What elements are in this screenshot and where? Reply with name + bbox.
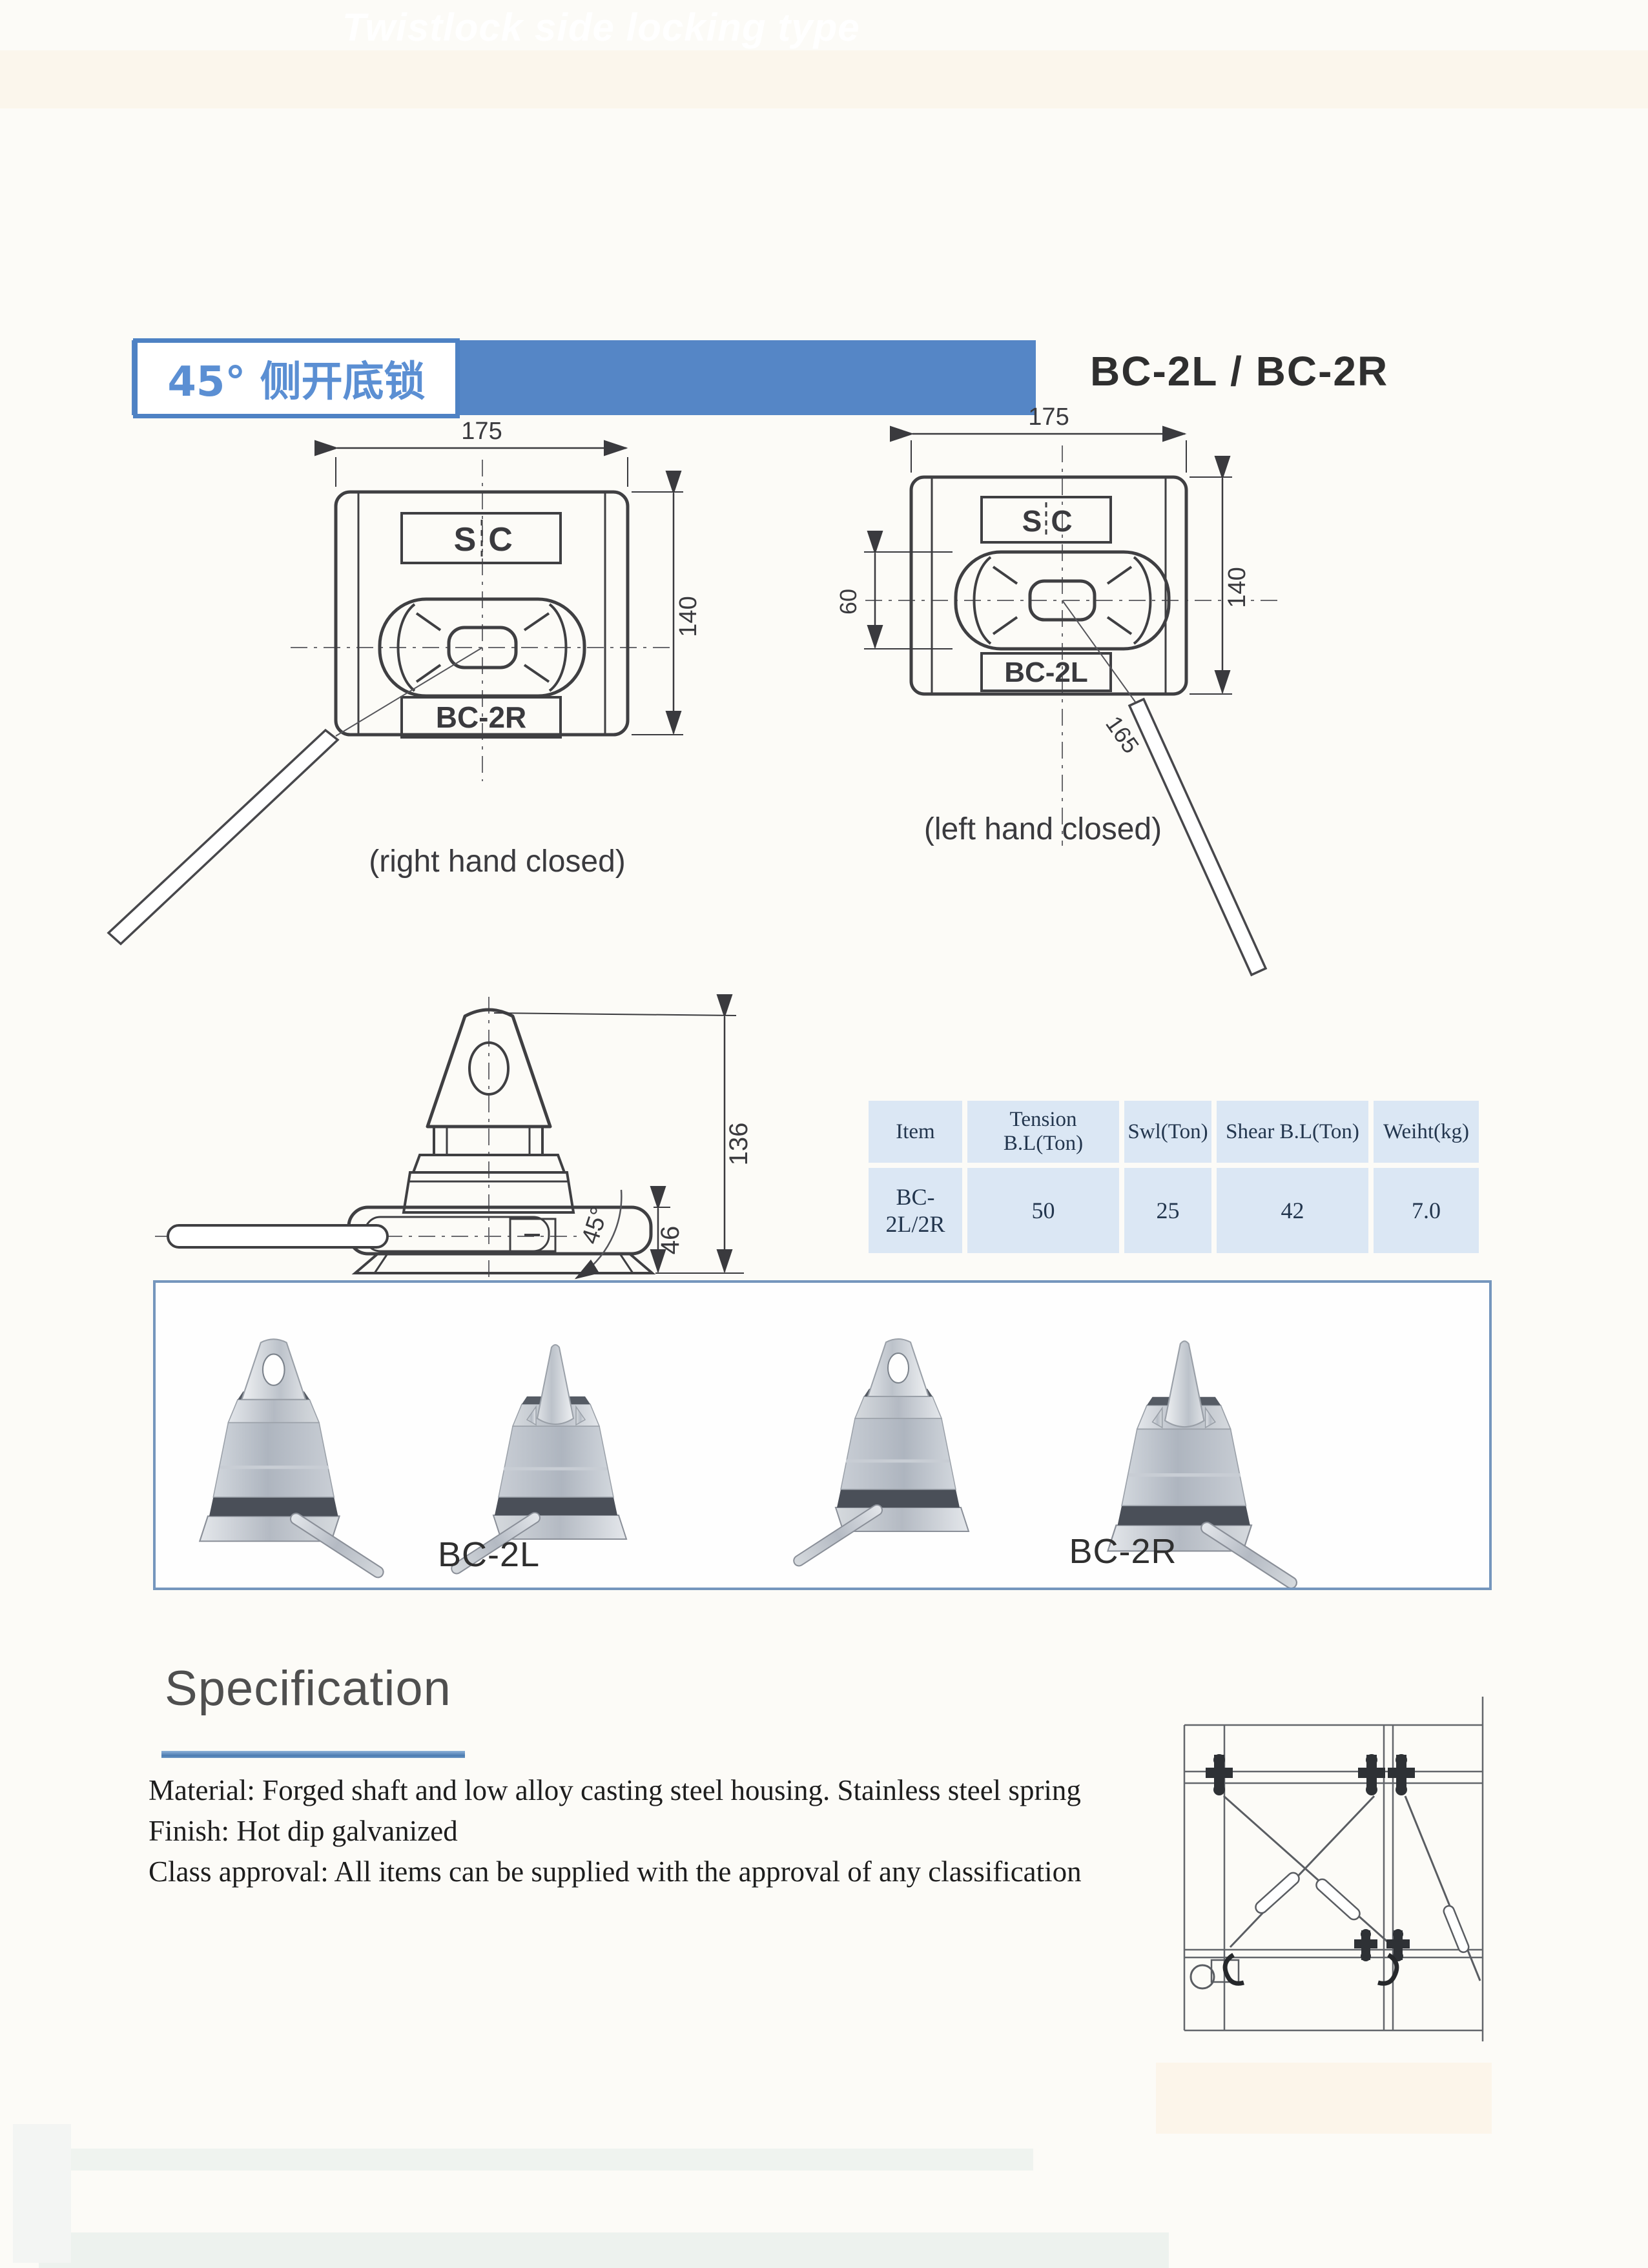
spec-line-class-approval: Class approval: All items can be supplie… [149,1855,1082,1888]
locking-handle [107,728,340,946]
table-cell-weight: 7.0 [1374,1168,1479,1253]
dim-width-label: 175 [1028,404,1069,431]
turnbuckle [1255,1872,1300,1914]
specification-text: Material: Forged shaft and low alloy cas… [149,1770,1195,1892]
caption: (left hand closed) [924,812,1162,846]
dim-height-label: 140 [675,596,702,637]
product-photo-box: BC-2L BC-2R [153,1280,1492,1590]
table-cell-shear: 42 [1217,1168,1368,1253]
photo-label-bc2l: BC-2L [437,1535,541,1574]
section-heading-specification: Specification [165,1661,451,1716]
logo-letter-c: C [1051,504,1072,538]
scan-artifact-band-2 [39,2232,1169,2268]
angle-arc [574,1189,623,1280]
eye-plate [426,1008,552,1129]
page-title-model: BC-2L / BC-2R [1090,348,1389,394]
corner-casting [1190,1964,1215,1990]
dim-base-height-label: 46 [656,1226,685,1255]
handle-leader-line [1062,600,1137,704]
handle-rod [167,1224,389,1249]
product-photos [156,1283,1489,1588]
spec-line-finish: Finish: Hot dip galvanized [149,1815,458,1847]
heading-underline [161,1751,465,1758]
base-skirt [351,1252,656,1274]
dim-width-label: 175 [461,420,502,445]
spec-line-material: Material: Forged shaft and low alloy cas… [149,1774,1081,1806]
drawing-right-top-view: 175 S C BC-2R 140 (right hand closed) [107,420,702,946]
dim-angle-label: 45° [577,1203,614,1247]
model-plate-label: BC-2L [1004,657,1088,688]
logo-box [400,512,562,564]
drawing-side-view: 45° 136 46 [155,994,753,1292]
table-header-swl: Swl(Ton) [1124,1101,1211,1163]
handle-leader-line [335,647,483,737]
model-plate [400,696,562,739]
housing-outline [909,475,1188,696]
table-cell-swl: 25 [1124,1168,1211,1253]
housing-outline [334,490,630,737]
lock-head [1028,579,1097,622]
lock-head [447,626,518,669]
twistlock-fittings-top [1206,1754,1415,1795]
housing-body [402,1171,575,1214]
lock-mechanism [954,550,1171,651]
twistlock-fittings-bottom [1354,1929,1410,1961]
logo-letter-c: C [488,521,513,558]
lashing-rod [1404,1795,1481,1981]
banner-title: Twistlock side locking type [342,6,860,49]
table-header-weight: Weiht(kg) [1374,1101,1479,1163]
dim-total-height-label: 136 [725,1123,753,1166]
logo-letter-s: S [454,521,477,558]
turnbuckle [1315,1878,1361,1921]
photo-label-bc2r: BC-2R [1069,1532,1177,1571]
eye-hole [468,1041,510,1096]
model-plate-label: BC-2R [436,700,527,734]
dim-height-label: 140 [1224,567,1251,608]
table-header-shear: Shear B.L(Ton) [1217,1101,1368,1163]
scan-artifact-left-smudge [13,2124,71,2263]
handle-hook [1377,1952,1399,1986]
table-cell-item: BC-2L/2R [869,1168,962,1253]
logo-letter-s: S [1022,504,1042,538]
scan-artifact-band-1 [65,2149,1033,2171]
caption: (right hand closed) [369,844,626,879]
lashing-rod [1223,1795,1394,1948]
photo-bc2l-eye [200,1339,386,1579]
drawing-left-top-view: 175 S C BC-2L 60 140 165 (left hand clos… [835,404,1279,977]
spec-table: Item Tension B.L(Ton) Swl(Ton) Shear B.L… [869,1101,1479,1253]
table-cell-tension: 50 [967,1168,1119,1253]
category-label-cn: 45° 侧开底锁 [167,358,426,406]
handle-hook [1222,1952,1244,1986]
turnbuckle [1443,1905,1470,1954]
table-header-tension: Tension B.L(Ton) [967,1101,1119,1163]
dim-inner-label: 60 [835,589,861,615]
category-label-box: 45° 侧开底锁 [133,338,460,418]
table-header-item: Item [869,1101,962,1163]
photo-bc2r-eye [792,1339,969,1568]
drawing-lashing-application [1183,1697,1484,2041]
scan-artifact-top-band [0,50,1648,108]
locking-handle [1128,697,1268,977]
scan-artifact-bottom-right [1156,2063,1492,2134]
model-plate [980,652,1112,692]
logo-box [980,496,1112,544]
lashing-rod [1229,1795,1375,1948]
